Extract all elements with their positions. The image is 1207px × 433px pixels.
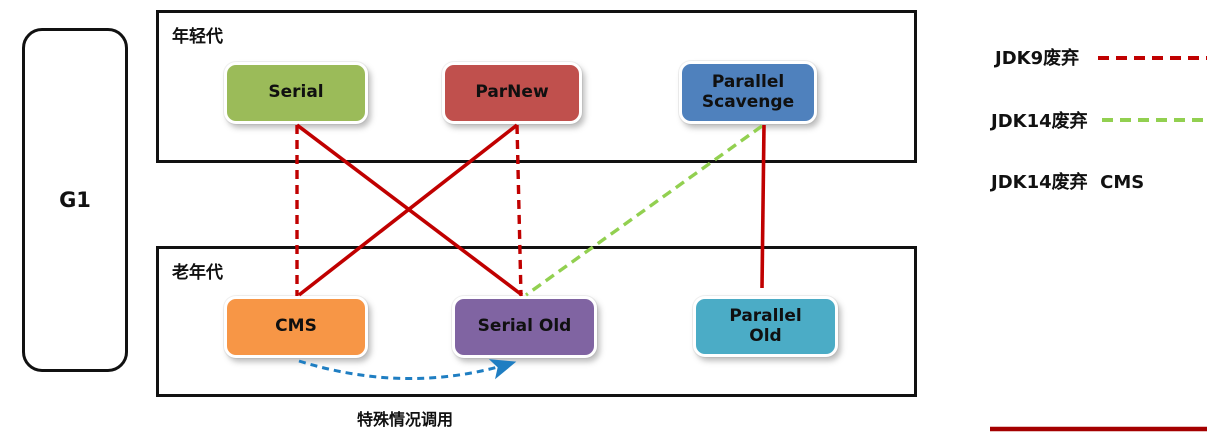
g1-label: G1 <box>59 188 91 212</box>
collector-parnew-label: ParNew <box>475 82 549 103</box>
collector-parallel-scavenge: Parallel Scavenge <box>679 61 817 124</box>
special-case-caption: 特殊情况调用 <box>356 410 453 429</box>
collector-serial-old: Serial Old <box>452 296 597 358</box>
collector-cms-label: CMS <box>275 316 317 337</box>
old-generation-label: 老年代 <box>172 263 223 283</box>
legend-item-jdk14-deprecated: JDK14废弃 <box>991 111 1088 132</box>
collector-serial-label: Serial <box>268 82 324 103</box>
legend-item-jdk9-deprecated: JDK9废弃 <box>995 48 1080 69</box>
collector-serial-old-label: Serial Old <box>477 316 572 337</box>
collector-parallel-scavenge-label: Parallel Scavenge <box>701 71 795 112</box>
young-generation-label: 年轻代 <box>172 27 223 47</box>
g1-box: G1 <box>22 28 128 372</box>
collector-parallel-old-label: Parallel Old <box>729 305 802 346</box>
collector-parallel-old: Parallel Old <box>693 296 838 357</box>
collector-serial: Serial <box>224 62 368 124</box>
legend-item-jdk14-deprecated-cms: JDK14废弃 CMS <box>991 172 1145 193</box>
collector-parnew: ParNew <box>442 62 582 124</box>
collector-cms: CMS <box>224 296 368 358</box>
